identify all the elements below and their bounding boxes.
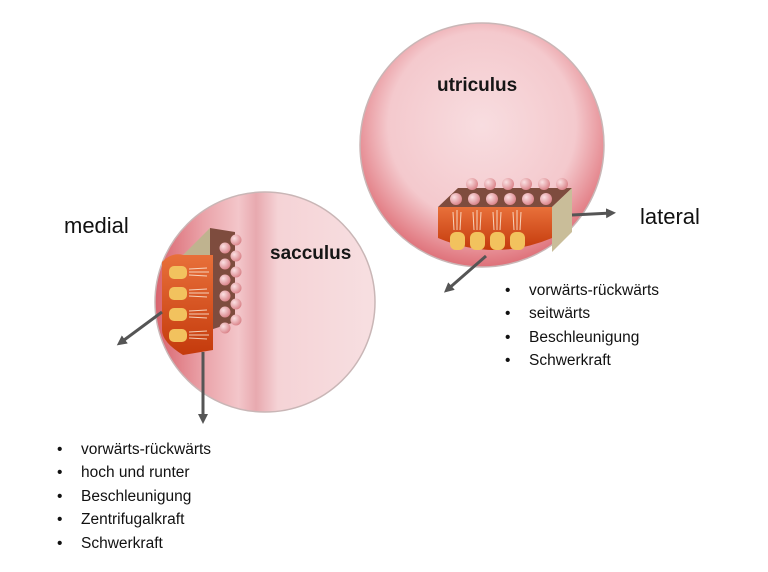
- list-item: vorwärts-rückwärts: [55, 438, 211, 462]
- sacculus-medial-arrow: [116, 310, 163, 346]
- sacculus-hair-cells: [169, 266, 209, 342]
- utriculus-label: utriculus: [437, 75, 518, 96]
- list-item: Schwerkraft: [55, 532, 211, 556]
- list-item: vorwärts-rückwärts: [503, 279, 659, 303]
- direction-arrows: [116, 208, 616, 424]
- utriculus-macula: [438, 178, 572, 252]
- sacculus-otoliths: [219, 234, 242, 334]
- list-item: Beschleunigung: [55, 485, 211, 509]
- utriculus-lateral-arrow: [571, 208, 616, 219]
- list-item: Zentrifugalkraft: [55, 508, 211, 532]
- utriculus-otoliths: [450, 178, 568, 205]
- lateral-label: lateral: [640, 204, 700, 229]
- list-item: Schwerkraft: [503, 349, 659, 373]
- list-item: seitwärts: [503, 302, 659, 326]
- utriculus-hair-cells: [450, 210, 525, 250]
- sacculus-label: sacculus: [270, 243, 352, 264]
- utriculus-down-arrow: [443, 254, 487, 293]
- list-item: hoch und runter: [55, 461, 211, 485]
- medial-label: medial: [64, 213, 129, 238]
- list-item: Beschleunigung: [503, 326, 659, 350]
- utriculus-feature-list: vorwärts-rückwärts seitwärts Beschleunig…: [503, 279, 659, 373]
- sacculus-macula: [162, 228, 242, 355]
- sacculus-feature-list: vorwärts-rückwärts hoch und runter Besch…: [55, 438, 211, 555]
